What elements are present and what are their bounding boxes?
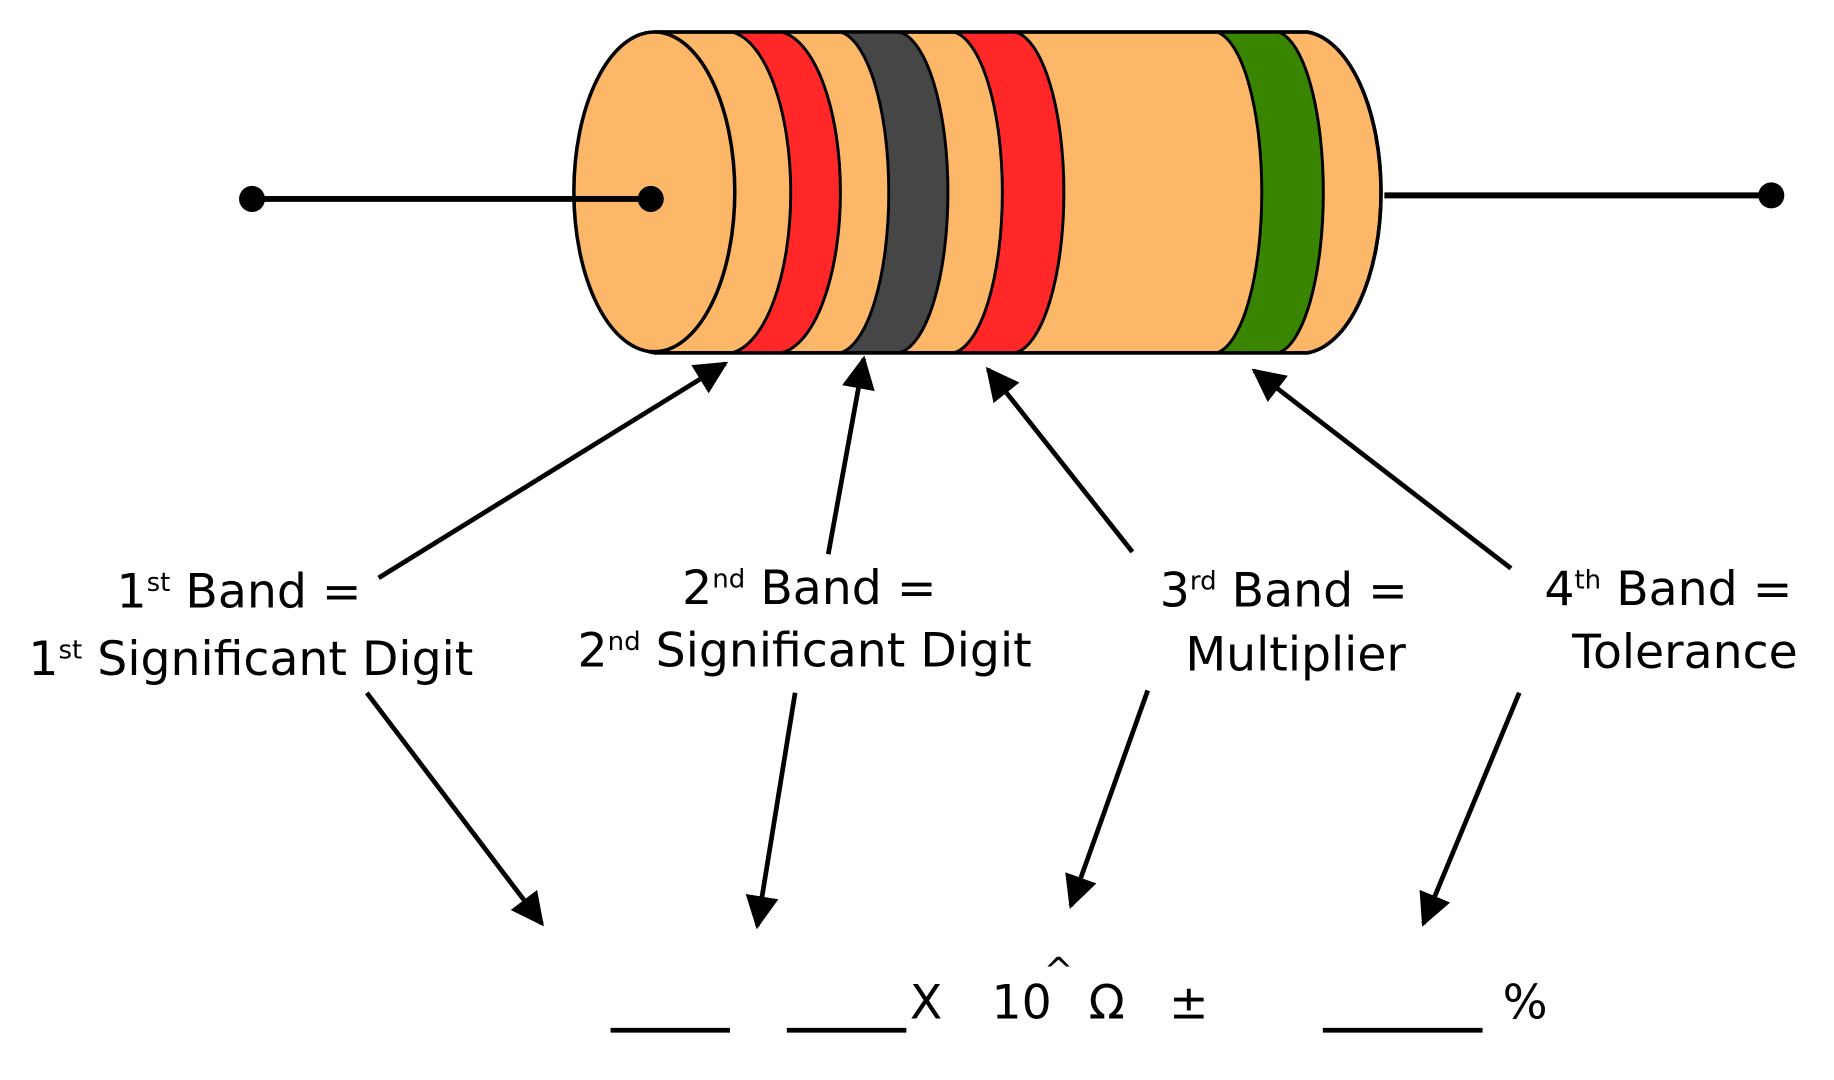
arrow-label4-to-tolerance — [1419, 691, 1522, 927]
svg-text:4th Band =: 4th Band = — [1544, 562, 1792, 617]
svg-text:3rd Band =: 3rd Band = — [1160, 563, 1408, 618]
arrow-label2-to-digit2 — [745, 692, 798, 930]
resistance-formula: X 10 ^ Ω ± % — [610, 951, 1548, 1033]
label-band-4: 4th Band = Tolerance — [1544, 562, 1797, 680]
svg-text:1st Significant Digit: 1st Significant Digit — [28, 632, 473, 687]
svg-text:1st Band =: 1st Band = — [116, 564, 361, 619]
band-3-red — [953, 31, 1066, 353]
label-band-2: 2nd Band = 2nd Significant Digit — [578, 561, 1032, 679]
plus-minus-symbol: ± — [1169, 975, 1209, 1030]
left-lead-end-dot — [239, 185, 266, 212]
label-band-3: 3rd Band = Multiplier — [1160, 563, 1408, 682]
times-symbol: X — [910, 975, 942, 1030]
resistor-body — [572, 30, 1383, 355]
svg-text:2nd Band =: 2nd Band = — [682, 561, 936, 616]
svg-text:Tolerance: Tolerance — [1571, 625, 1798, 680]
percent-symbol: % — [1503, 975, 1548, 1030]
arrow-label1-to-band1 — [377, 361, 729, 580]
label-band-1: 1st Band = 1st Significant Digit — [28, 564, 473, 687]
svg-text:Multiplier: Multiplier — [1185, 627, 1406, 682]
band-1-red — [730, 31, 842, 353]
arrow-label3-to-multiplier — [1065, 689, 1150, 910]
arrow-label2-to-band2 — [825, 355, 875, 555]
band-2-black — [839, 31, 950, 353]
caret-exponent: ^ — [1044, 951, 1074, 992]
band-4-green — [1215, 31, 1325, 353]
right-lead-end-dot — [1758, 182, 1785, 209]
svg-text:2nd Significant Digit: 2nd Significant Digit — [578, 624, 1032, 679]
lead-attach-dot — [637, 185, 664, 212]
resistor-outline — [654, 30, 1383, 355]
arrow-label3-to-band3 — [985, 366, 1135, 554]
ten-base: 10 — [992, 975, 1052, 1030]
arrow-label1-to-digit1 — [364, 691, 544, 927]
ohm-symbol: Ω — [1089, 975, 1125, 1030]
arrow-label4-to-band4 — [1251, 368, 1513, 571]
